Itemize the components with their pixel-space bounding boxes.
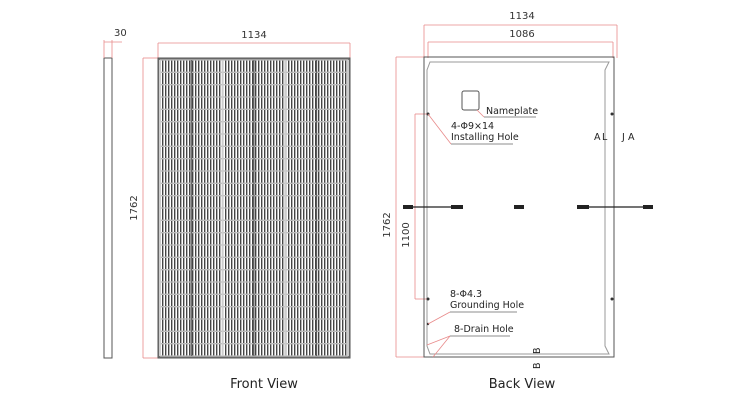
drain-hole-label: 8-Drain Hole (454, 324, 514, 335)
grounding-hole-label: Grounding Hole (450, 300, 524, 311)
inner-width-label: 1086 (509, 29, 534, 40)
nameplate-label: Nameplate (486, 106, 538, 117)
connector (451, 205, 463, 209)
mount-spacing-label: 1100 (401, 222, 412, 247)
section-b-left: B (532, 362, 543, 369)
back-view: 1134 1086 1762 1100 Nameplate 4-Φ9×14 In… (382, 11, 653, 392)
junction-box (514, 205, 524, 209)
front-width-label: 1134 (241, 30, 266, 41)
section-b-right: B (532, 347, 543, 354)
back-frame-outer (423, 56, 615, 358)
side-profile (103, 57, 113, 359)
installing-hole-label: Installing Hole (451, 132, 519, 143)
cell-grid (159, 59, 349, 357)
installing-hole-spec: 4-Φ9×14 (451, 121, 494, 132)
thickness-label: 30 (114, 28, 127, 39)
section-a-right: A (628, 132, 635, 143)
front-height-label: 1762 (129, 195, 140, 220)
svg-text:J: J (621, 132, 625, 143)
back-frame-inner (426, 61, 610, 355)
front-view-title: Front View (230, 377, 298, 392)
back-view-title: Back View (489, 377, 556, 392)
section-a-left: A (594, 132, 601, 143)
nameplate-box (461, 90, 480, 111)
connector (577, 205, 589, 209)
junction-cables (403, 205, 653, 209)
side-view: 30 (103, 28, 127, 359)
front-view: 1134 1762 Front View (129, 30, 351, 392)
back-height-label: 1762 (382, 212, 393, 237)
svg-text:L: L (602, 132, 608, 143)
grounding-hole-spec: 8-Φ4.3 (450, 289, 482, 300)
outer-width-label: 1134 (509, 11, 534, 22)
